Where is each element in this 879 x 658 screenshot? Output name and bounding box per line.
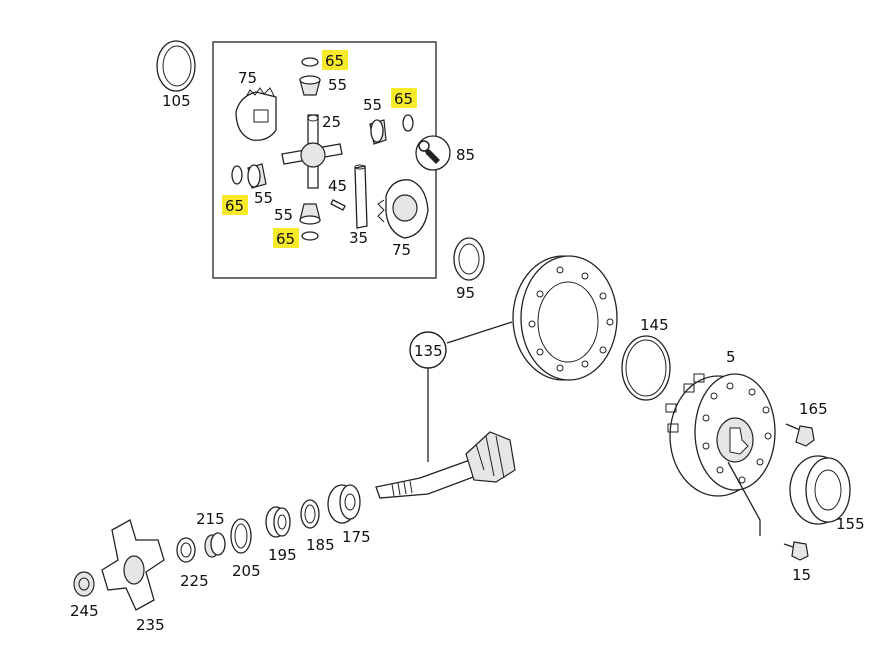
callout-135 xyxy=(409,321,513,462)
part-75-side-gear-right[interactable] xyxy=(377,179,429,239)
part-135-ring-gear[interactable] xyxy=(512,255,618,381)
label-75-right[interactable]: 75 xyxy=(392,241,411,259)
part-55-pinion-top[interactable] xyxy=(299,75,321,96)
part-235-flange[interactable] xyxy=(101,519,165,611)
label-185[interactable]: 185 xyxy=(306,536,335,554)
label-25[interactable]: 25 xyxy=(322,113,341,131)
label-35[interactable]: 35 xyxy=(349,229,368,247)
label-245[interactable]: 245 xyxy=(70,602,99,620)
label-105[interactable]: 105 xyxy=(162,92,191,110)
label-55-bottom[interactable]: 55 xyxy=(274,206,293,224)
part-55-pinion-right[interactable] xyxy=(369,119,387,145)
label-55-right[interactable]: 55 xyxy=(363,96,382,114)
label-155[interactable]: 155 xyxy=(836,515,865,533)
highlight-65c xyxy=(391,88,417,108)
part-25-cross-shaft[interactable] xyxy=(281,114,343,189)
label-95[interactable]: 95 xyxy=(456,284,475,302)
label-15[interactable]: 15 xyxy=(792,566,811,584)
label-165[interactable]: 165 xyxy=(799,400,828,418)
part-75-side-gear-left[interactable] xyxy=(235,87,277,141)
part-65-shim-right[interactable] xyxy=(402,114,414,132)
part-5-differential-housing[interactable] xyxy=(665,373,776,497)
label-5[interactable]: 5 xyxy=(726,348,736,366)
part-15-bolt[interactable] xyxy=(727,461,809,561)
part-205-seal[interactable] xyxy=(230,518,252,554)
part-215-nut[interactable] xyxy=(204,532,226,558)
label-65-top[interactable]: 65 xyxy=(325,52,344,70)
highlight-65b xyxy=(222,195,248,215)
label-235[interactable]: 235 xyxy=(136,616,165,634)
label-85[interactable]: 85 xyxy=(456,146,475,164)
part-95-washer[interactable] xyxy=(453,237,485,281)
label-145[interactable]: 145 xyxy=(640,316,669,334)
part-165-bolt[interactable] xyxy=(785,423,815,447)
part-55-pinion-bottom[interactable] xyxy=(299,203,321,225)
part-55-pinion-left[interactable] xyxy=(247,163,267,189)
label-55-top[interactable]: 55 xyxy=(328,76,347,94)
label-65-left[interactable]: 65 xyxy=(225,197,244,215)
part-175-bearing[interactable] xyxy=(327,484,361,524)
part-135-drive-pinion[interactable] xyxy=(375,431,516,499)
label-65-right[interactable]: 65 xyxy=(394,90,413,108)
highlight-65d xyxy=(273,228,299,248)
part-245-nut[interactable] xyxy=(73,571,95,597)
part-225-spacer[interactable] xyxy=(176,537,196,563)
highlight-65a xyxy=(322,50,348,70)
part-185-washer[interactable] xyxy=(300,499,320,529)
part-65-shim-top[interactable] xyxy=(301,57,319,67)
label-75-left[interactable]: 75 xyxy=(238,69,257,87)
part-65-shim-bottom[interactable] xyxy=(301,231,319,241)
part-145-o-ring[interactable] xyxy=(621,335,671,401)
part-155-bearing[interactable] xyxy=(789,455,851,525)
wrench-icon xyxy=(415,135,451,171)
part-195-bearing[interactable] xyxy=(265,506,291,538)
label-225[interactable]: 225 xyxy=(180,572,209,590)
label-135[interactable]: 135 xyxy=(414,342,443,360)
part-105-washer[interactable] xyxy=(156,40,196,92)
label-215[interactable]: 215 xyxy=(196,510,225,528)
part-65-shim-left[interactable] xyxy=(231,165,243,185)
label-65-bottom[interactable]: 65 xyxy=(276,230,295,248)
part-45-pin[interactable] xyxy=(330,199,346,211)
label-45[interactable]: 45 xyxy=(328,177,347,195)
label-55-left[interactable]: 55 xyxy=(254,189,273,207)
label-195[interactable]: 195 xyxy=(268,546,297,564)
label-175[interactable]: 175 xyxy=(342,528,371,546)
part-35-shaft[interactable] xyxy=(354,164,368,229)
label-205[interactable]: 205 xyxy=(232,562,261,580)
